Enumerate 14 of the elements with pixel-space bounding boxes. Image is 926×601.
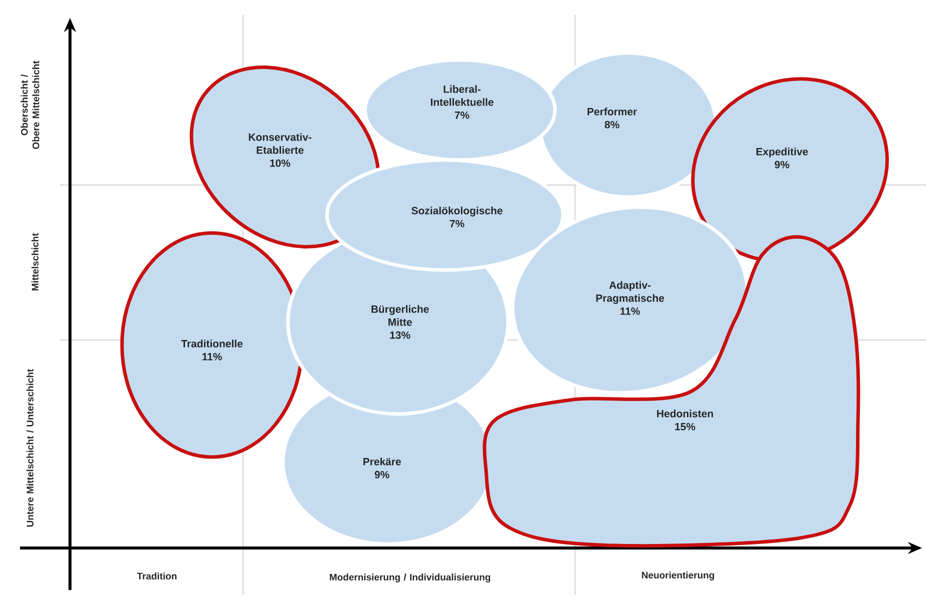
milieu-blob: Liberal-Intellektuelle 7% xyxy=(363,58,557,162)
axis-label: Untere Mittelschicht / Unterschicht xyxy=(26,368,34,527)
axis-label: Neuorientierung xyxy=(642,572,714,580)
axis-label: Mittelschicht xyxy=(32,233,38,290)
axis-label: Tradition xyxy=(137,572,176,580)
milieu-blob: Performer 8% xyxy=(538,51,718,199)
axis-label: Oberschicht / Obere Mittelschicht xyxy=(20,60,40,149)
milieu-blob: Sozialökologische 7% xyxy=(325,158,565,272)
milieu-blob: Adaptiv-Pragmatische 11% xyxy=(510,205,750,395)
node-label: 9% xyxy=(774,160,790,168)
milieu-blob: Traditionelle 11% xyxy=(120,231,304,459)
node-label: Expeditive xyxy=(756,148,808,158)
milieu-blob: Expeditive 9% xyxy=(691,77,889,263)
axis-label: Modernisierung / Individualisierung xyxy=(330,574,490,582)
